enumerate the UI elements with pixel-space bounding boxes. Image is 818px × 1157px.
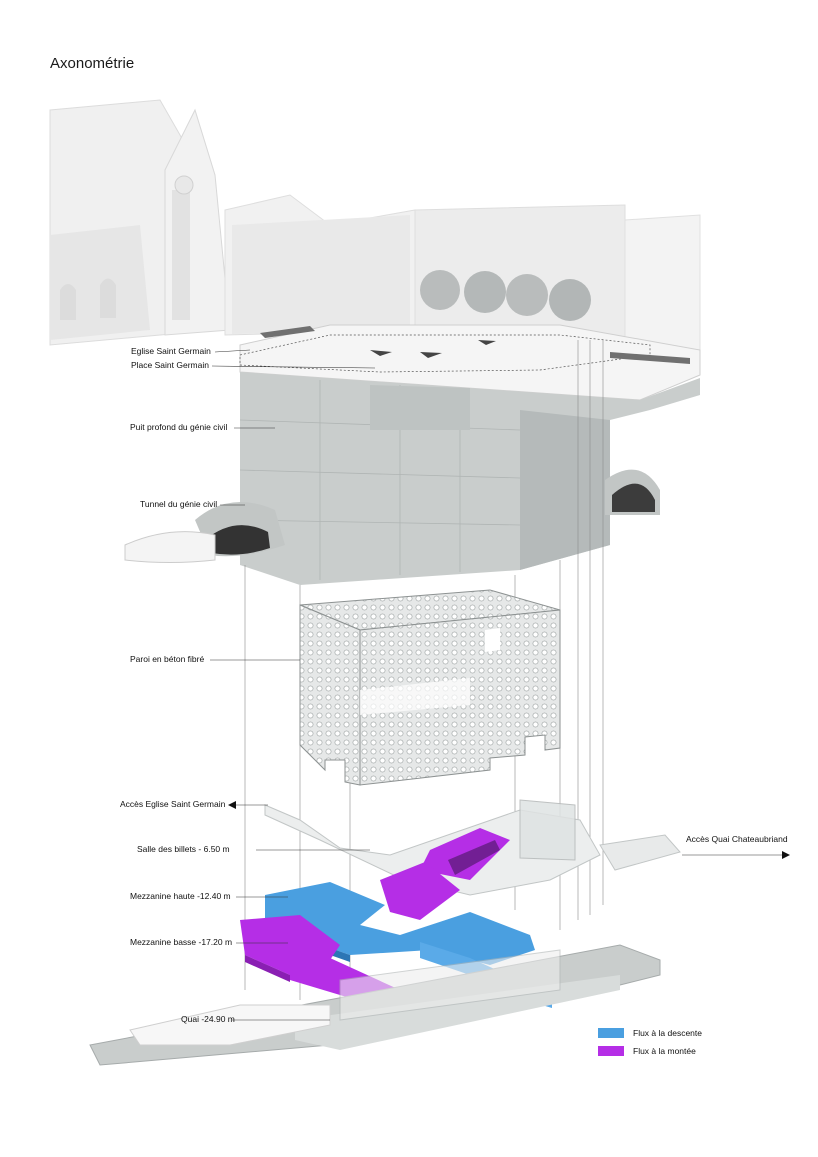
tunnel-right (605, 469, 660, 515)
label-tunnel: Tunnel du génie civil (140, 499, 218, 509)
label-place: Place Saint Germain (131, 360, 209, 370)
tunnel-left (124, 502, 285, 563)
legend-swatch-montee (598, 1046, 624, 1056)
arrow-right-icon (782, 851, 790, 859)
label-acces-eglise: Accès Eglise Saint Germain (120, 799, 226, 809)
label-acces-quai: Accès Quai Chateaubriand (686, 834, 788, 844)
perforated-wall (299, 589, 561, 786)
square-surface (239, 324, 701, 401)
legend-swatch-descente (598, 1028, 624, 1038)
civil-shaft (239, 372, 700, 585)
label-mezzanine-basse: Mezzanine basse -17.20 m (130, 937, 233, 947)
label-paroi: Paroi en béton fibré (130, 654, 205, 664)
buildings (49, 99, 701, 356)
legend-label-montee: Flux à la montée (633, 1046, 696, 1056)
arrow-left-icon (228, 801, 236, 809)
label-puit: Puit profond du génie civil (130, 422, 228, 432)
station-levels (89, 799, 681, 1066)
label-quai: Quai -24.90 m (181, 1014, 235, 1024)
label-salle-billets: Salle des billets - 6.50 m (137, 844, 230, 854)
leader-lines (210, 349, 785, 1021)
trees (420, 270, 591, 321)
page-title: Axonométrie (50, 55, 135, 72)
label-mezzanine-haute: Mezzanine haute -12.40 m (130, 891, 231, 901)
legend-label-descente: Flux à la descente (633, 1028, 702, 1038)
label-eglise: Eglise Saint Germain (131, 346, 211, 356)
